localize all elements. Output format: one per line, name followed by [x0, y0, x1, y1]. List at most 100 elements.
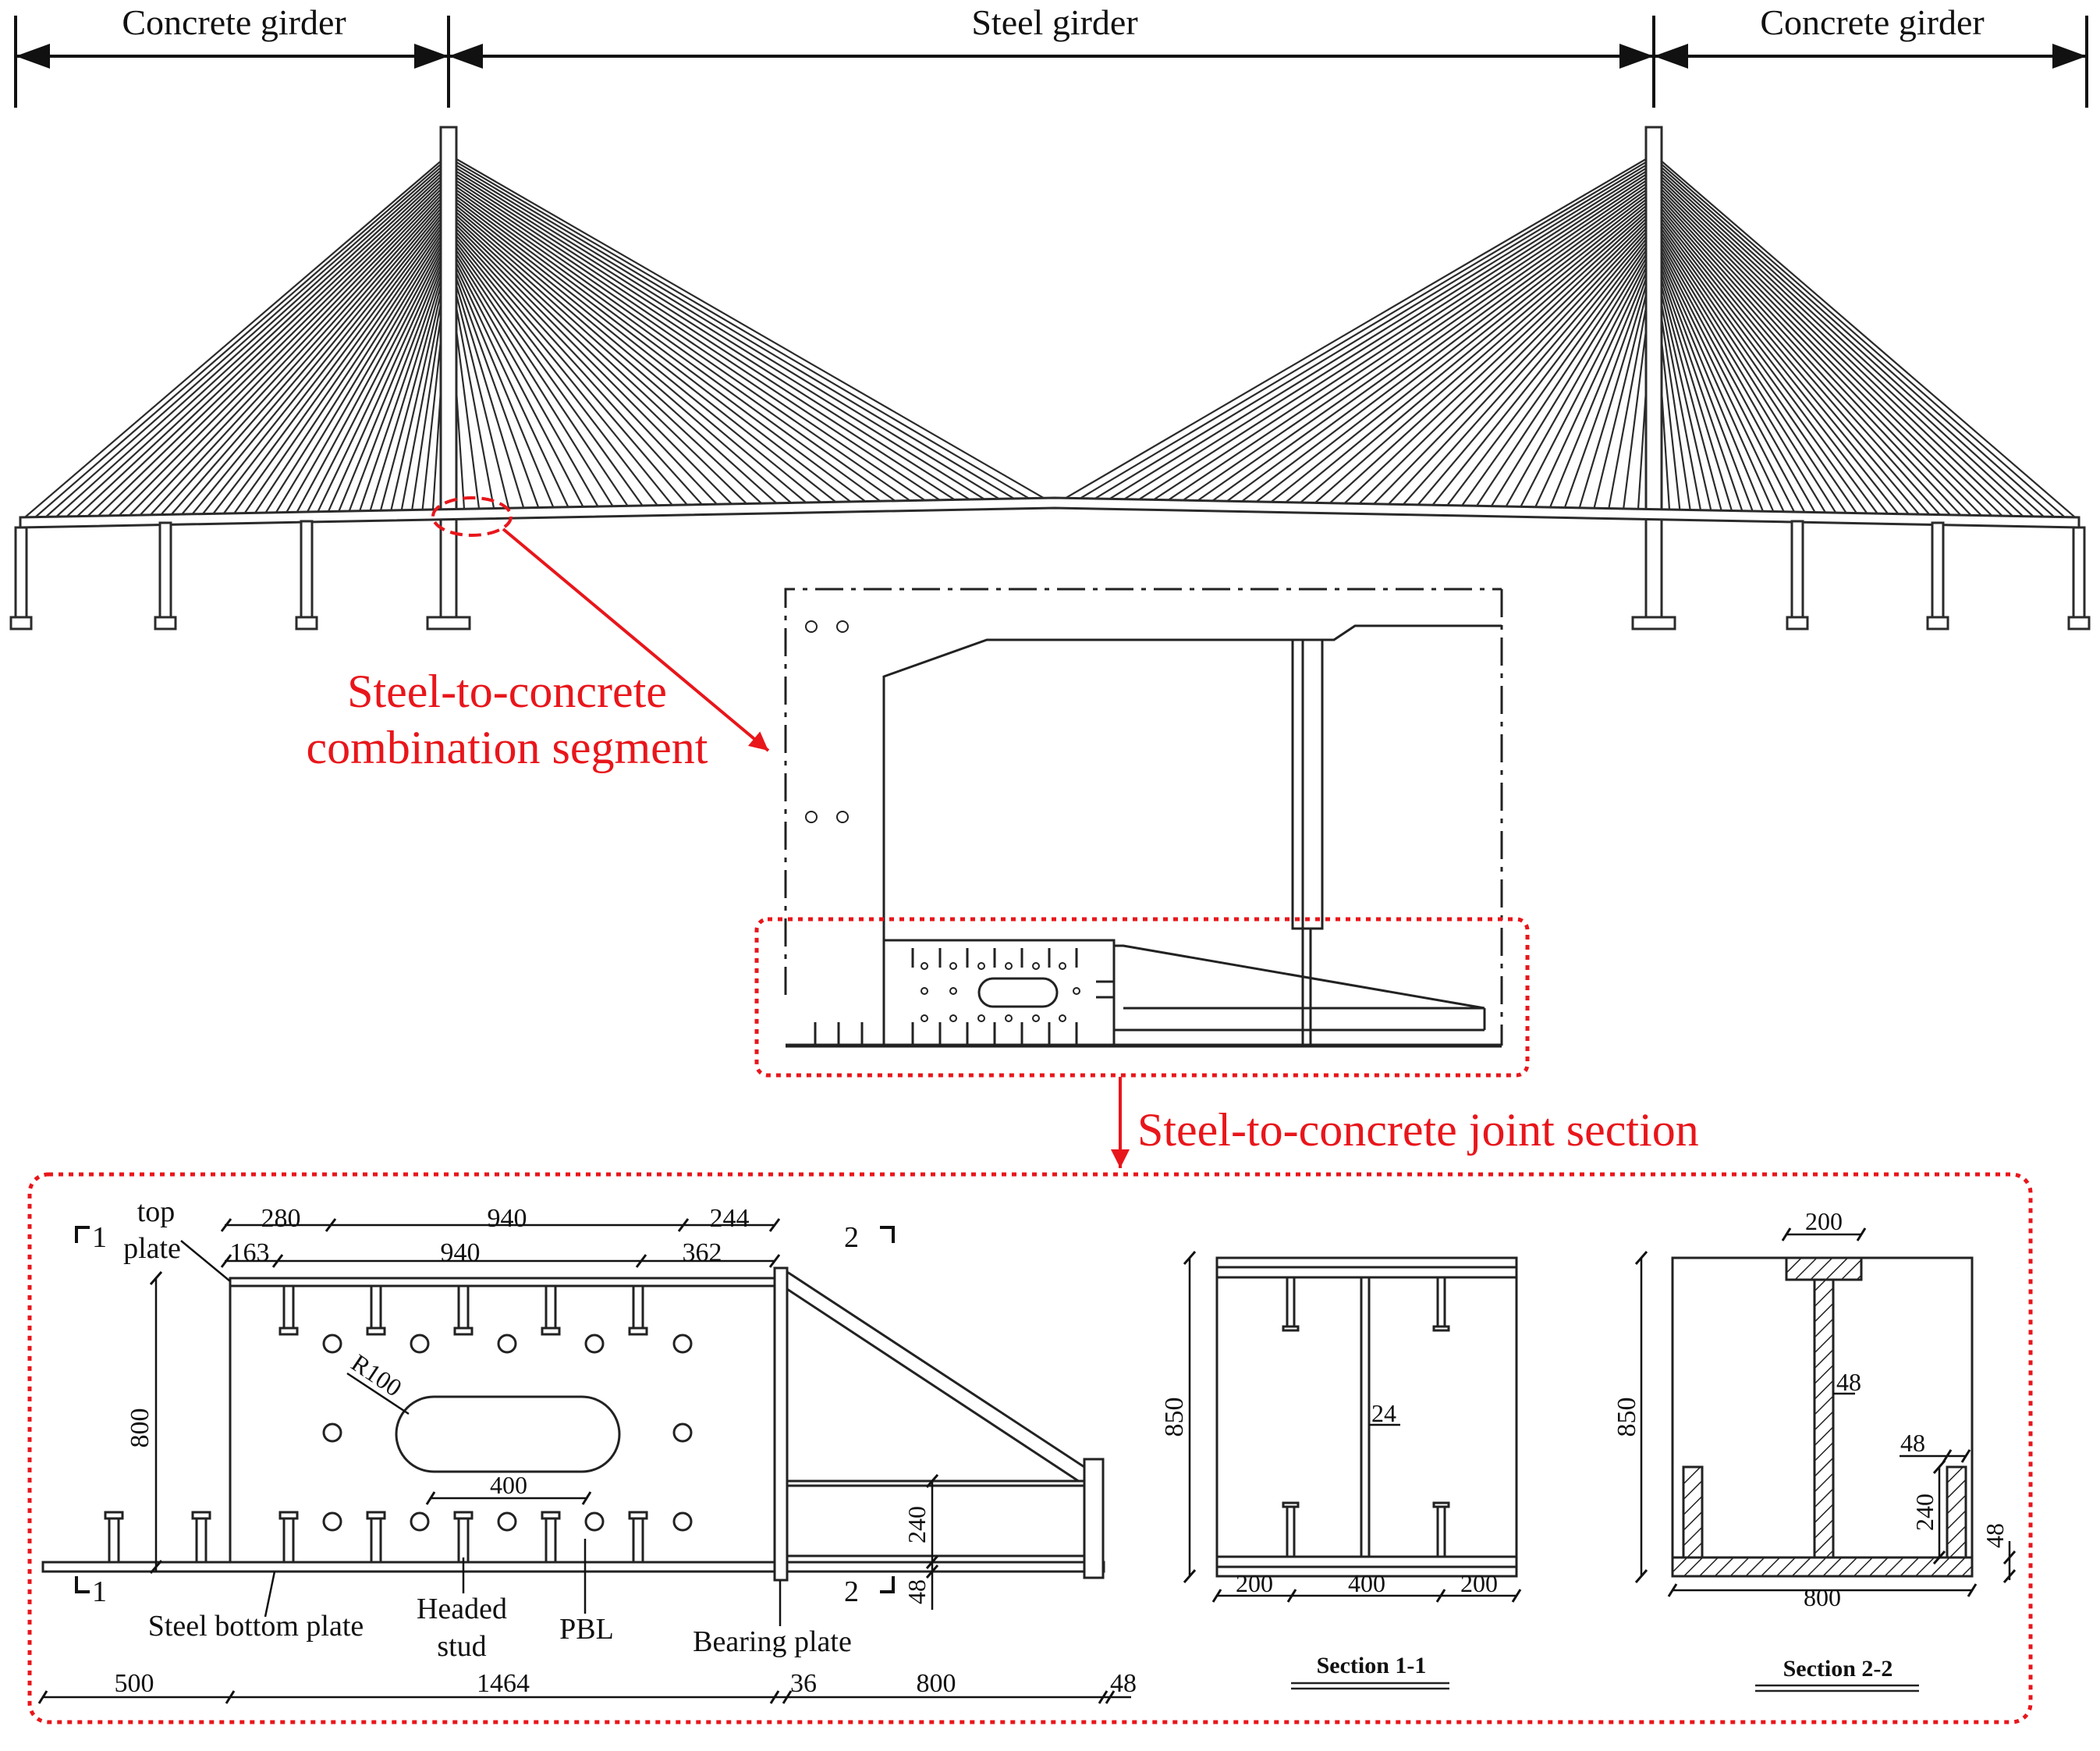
stay-cable [1403, 222, 1655, 506]
callout-combination-line2: combination segment [307, 722, 708, 773]
stay-cable [348, 247, 450, 512]
stay-cable [448, 229, 673, 506]
headed-stud-head [191, 1511, 211, 1520]
stay-cable [448, 219, 718, 505]
top-dim-row2-c: 362 [683, 1238, 722, 1267]
headed-stud-head [366, 1327, 386, 1336]
stay-cable [150, 190, 449, 516]
stay-cable [1431, 229, 1655, 506]
stay-cable [448, 183, 896, 502]
stay-cable [1652, 250, 1743, 512]
section-1-1-width-c: 200 [1460, 1569, 1498, 1597]
stay-cable [1593, 262, 1655, 509]
stay-cable [448, 204, 792, 504]
section-1-1-title: Section 1-1 [1317, 1653, 1427, 1678]
stay-cable [307, 235, 449, 513]
stay-cable [1652, 243, 1765, 512]
stay-cable [1490, 240, 1655, 507]
section-2-2-width: 800 [1804, 1583, 1841, 1611]
joint-section-marker [754, 917, 1530, 1078]
stay-cable [1270, 195, 1655, 503]
bottom-dim-800: 800 [917, 1669, 956, 1698]
top-dim-row2-a: 163 [230, 1238, 270, 1267]
stay-cable [1314, 204, 1655, 504]
stay-cable [87, 172, 449, 517]
stay-cable [1653, 220, 1847, 513]
section-2-2-web: 48 [1836, 1368, 1861, 1396]
stay-cable [448, 235, 644, 506]
bottom-dim-1464: 1464 [477, 1669, 530, 1698]
stay-cable [1653, 180, 1982, 517]
stay-cable [448, 250, 569, 508]
stay-cable [212, 208, 449, 515]
stay-cable [233, 214, 449, 514]
rib-dimension [925, 1474, 939, 1610]
stay-cable [1653, 154, 2076, 518]
stay-cable [338, 243, 450, 512]
stay-cable [1653, 214, 1868, 514]
pbl-hole [322, 1511, 342, 1532]
stay-cable [1653, 172, 2013, 517]
stay-cable [448, 247, 584, 507]
headed-studs [104, 1284, 648, 1564]
headed-stud [545, 1284, 557, 1331]
stay-cable [1653, 222, 1837, 513]
stay-cable [447, 259, 525, 509]
stay-cable [66, 165, 449, 517]
stay-cable [448, 177, 926, 502]
pbl-hole [497, 1511, 517, 1532]
section-2-2 [1671, 1256, 1974, 1578]
stay-cable [1653, 169, 2024, 517]
stay-cable [369, 253, 450, 511]
stay-cable [447, 262, 510, 509]
label-pbl: PBL [559, 1613, 614, 1646]
height-dim-800: 800 [126, 1408, 154, 1448]
headed-stud-head [366, 1511, 386, 1520]
pbl-hole [410, 1334, 430, 1354]
top-plate-label-line2: plate [123, 1232, 181, 1265]
stay-cable [1534, 250, 1655, 508]
headed-stud [457, 1515, 470, 1564]
stay-cable [448, 238, 629, 506]
stay-cable [222, 211, 449, 514]
stay-cable [448, 222, 703, 506]
bearing-plate [773, 1266, 789, 1582]
stay-cable [1652, 241, 1775, 512]
section-1-1 [1215, 1256, 1518, 1578]
callout-combination-line1: Steel-to-concrete [347, 666, 667, 717]
stay-cable [448, 240, 614, 507]
label-stud-line1: Headed [417, 1593, 507, 1625]
stay-cable [1653, 159, 2056, 518]
radius-leader [346, 1372, 410, 1415]
stay-cable [448, 195, 836, 503]
stay-cable [1653, 162, 2045, 517]
bottom-plate-leader [264, 1571, 276, 1618]
stay-cable [34, 157, 449, 518]
section-marks [75, 1226, 895, 1593]
stay-cable [317, 238, 449, 513]
stay-cable [1652, 247, 1754, 512]
stay-cable [1211, 183, 1655, 502]
headed-stud [370, 1515, 382, 1564]
top-dim-row2-b: 940 [441, 1238, 481, 1267]
bottom-dim-500: 500 [115, 1669, 154, 1698]
stay-cable [139, 186, 449, 516]
rib-dim-240: 240 [903, 1506, 931, 1543]
headed-stud-head [453, 1327, 474, 1336]
stay-cable [448, 208, 777, 504]
stay-cable [170, 196, 449, 516]
stay-cable [286, 229, 449, 513]
rib-dim-48: 48 [903, 1579, 931, 1604]
stay-cable [1653, 193, 1941, 516]
top-plate [229, 1277, 776, 1288]
stay-cable [55, 162, 449, 517]
stay-cable [448, 175, 941, 501]
section-2-2-dimensions [1634, 1227, 2017, 1597]
stay-cable [448, 156, 1030, 499]
section-1-1-width-b: 400 [1348, 1569, 1385, 1597]
stay-cable [1653, 183, 1972, 517]
callout-arrow-combination [502, 527, 770, 752]
pbl-hole [410, 1511, 430, 1532]
joint-structure [41, 1266, 1105, 1582]
stay-cable [160, 193, 449, 516]
